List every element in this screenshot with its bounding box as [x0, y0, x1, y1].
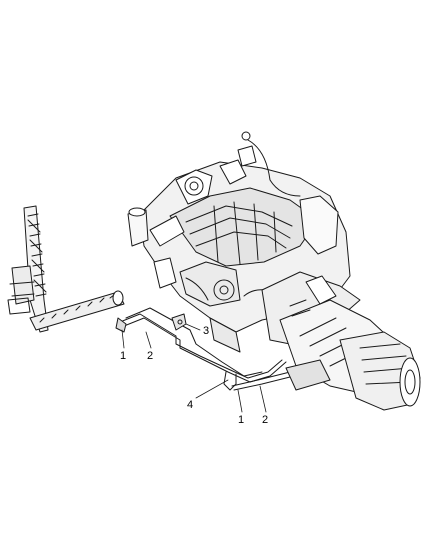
leader-lines: [121, 323, 267, 413]
callout-1: 1: [238, 414, 245, 426]
callout-2: 2: [262, 414, 269, 426]
callout-3: 3: [203, 325, 210, 337]
line-bracket: [171, 313, 187, 331]
callout-1: 1: [120, 350, 127, 362]
callout-2: 2: [147, 350, 154, 362]
transmission: [261, 271, 421, 411]
oil-cooler: [7, 205, 125, 333]
cooler-lines: [115, 307, 295, 391]
callout-4: 4: [187, 399, 194, 411]
